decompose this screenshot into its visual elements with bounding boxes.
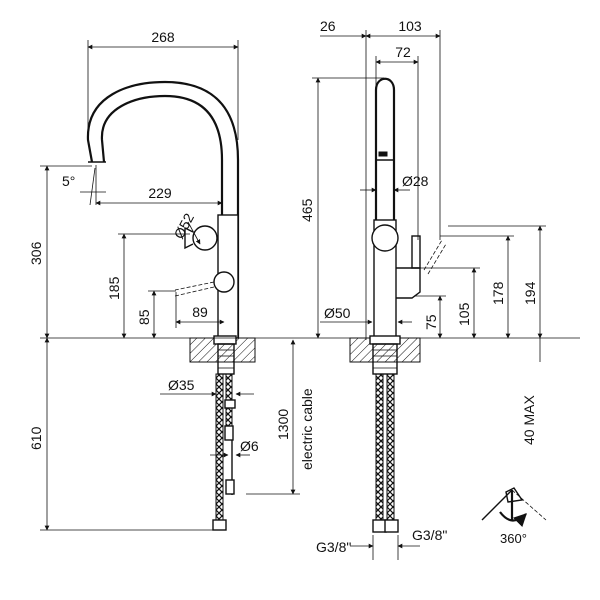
dim-89: 89: [192, 304, 208, 320]
dim-g38-right: G3/8": [412, 527, 447, 543]
side-view: [86, 80, 256, 531]
dim-194: 194: [522, 281, 538, 305]
dim-26: 26: [320, 18, 336, 34]
dim-d50: Ø50: [324, 305, 351, 321]
dim-40-max: 40 MAX: [521, 395, 537, 445]
dim-75: 75: [423, 314, 439, 330]
dim-610: 610: [28, 426, 44, 450]
rotation-label: 360°: [500, 531, 527, 546]
dim-103: 103: [398, 18, 422, 34]
dim-178: 178: [490, 281, 506, 305]
dim-185: 185: [106, 276, 122, 300]
side-spout: [86, 80, 240, 338]
side-spout-inner: [100, 94, 224, 338]
side-dimensions: 268 5° 229 Ø52 306 185 85 89 Ø35: [28, 29, 315, 531]
dim-d35: Ø35: [168, 377, 195, 393]
dim-306: 306: [28, 241, 44, 265]
dim-d6: Ø6: [240, 438, 259, 454]
dim-229: 229: [148, 185, 172, 201]
dim-1300: 1300: [275, 409, 291, 440]
side-hose-1: [215, 373, 224, 523]
front-view: [349, 77, 447, 533]
dim-268: 268: [151, 29, 175, 45]
front-dimensions: 26 103 72 465 Ø28 Ø50 75 105 178: [299, 18, 546, 560]
dim-d28: Ø28: [402, 173, 429, 189]
front-handle: [371, 224, 399, 252]
dim-465: 465: [299, 198, 315, 222]
dim-85: 85: [136, 309, 152, 325]
front-hose-2: [386, 373, 395, 521]
front-lever: [396, 235, 447, 299]
front-shank: [372, 343, 398, 375]
front-hose-1: [375, 373, 384, 521]
dim-105: 105: [456, 302, 472, 326]
rotation-icon: 360°: [481, 487, 547, 546]
label-electric-cable: electric cable: [299, 388, 315, 470]
dim-72: 72: [395, 44, 411, 60]
dim-g38-left: G3/8": [316, 539, 351, 555]
front-spout: [374, 77, 396, 220]
dim-5-deg: 5°: [62, 173, 75, 189]
side-lower-knob: [174, 271, 235, 297]
